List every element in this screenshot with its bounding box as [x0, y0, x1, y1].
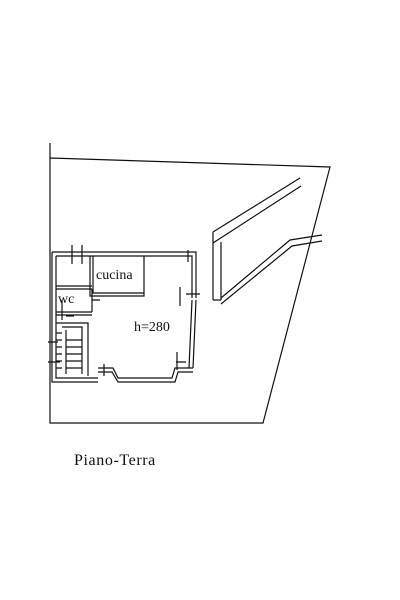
perimeter-wall-upper: [212, 177, 302, 301]
kitchen-label: cucina: [96, 268, 133, 283]
plan-title: Piano-Terra: [74, 452, 156, 469]
kitchen-walls: [89, 256, 145, 297]
staircase: [56, 322, 89, 376]
opening-marks: [48, 245, 200, 376]
building-outer-wall: [51, 251, 197, 383]
room-height-label: h=280: [134, 320, 170, 335]
lot-boundary: [49, 143, 331, 424]
perimeter-wall-lower: [220, 234, 323, 305]
wc-label: wc: [58, 292, 74, 307]
